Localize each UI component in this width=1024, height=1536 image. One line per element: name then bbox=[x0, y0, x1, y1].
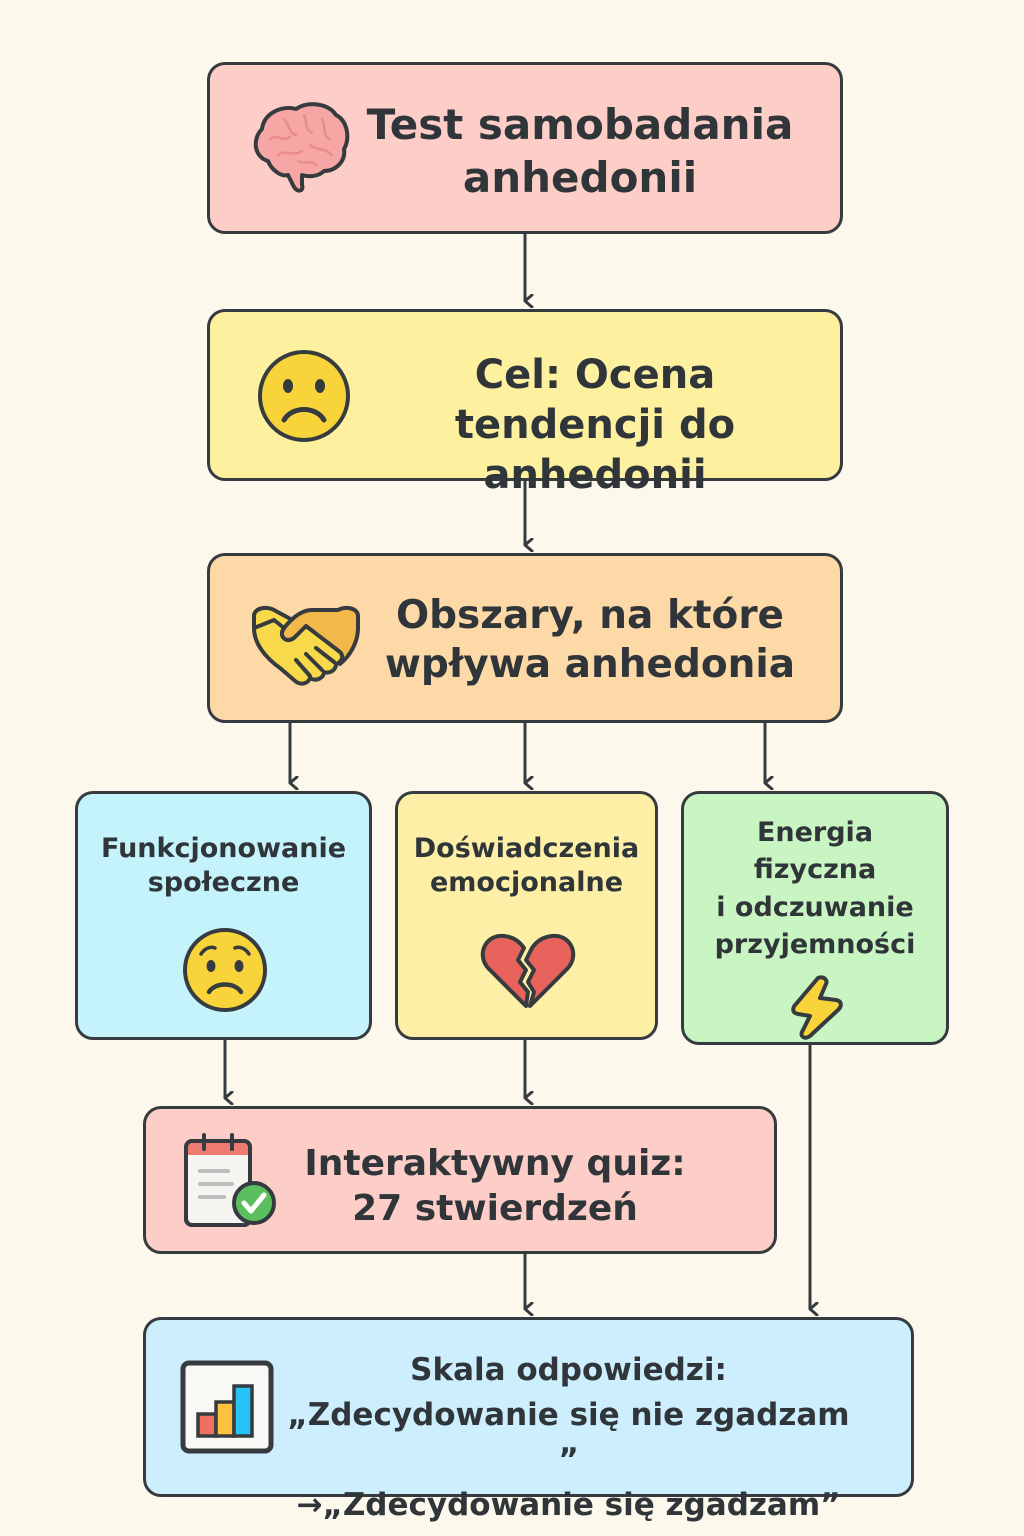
scale-line-1: Skala odpowiedzi: bbox=[410, 1352, 727, 1388]
lightning-icon bbox=[791, 975, 843, 1040]
handshake-icon bbox=[252, 606, 360, 686]
branch-emotion-line-2: emocjonalne bbox=[429, 866, 624, 898]
checklist-calendar-icon bbox=[184, 1133, 276, 1227]
quiz-node: Interaktywny quiz: 27 stwierdzeń bbox=[143, 1106, 777, 1254]
branch-energy-line-4: przyjemności bbox=[714, 928, 916, 960]
areas-text: Obszary, na które wpływa anhedonia bbox=[360, 592, 820, 690]
branch-energy-pleasure: Energia fizyczna i odczuwanie przyjemnoś… bbox=[681, 791, 949, 1045]
areas-node: Obszary, na które wpływa anhedonia bbox=[207, 553, 843, 723]
bar-chart-icon bbox=[180, 1360, 274, 1454]
scale-text: Skala odpowiedzi: „Zdecydowanie się nie … bbox=[286, 1348, 851, 1528]
quiz-line-2: 27 stwierdzeń bbox=[352, 1188, 638, 1229]
title-text: Test samobadania anhedonii bbox=[340, 99, 820, 204]
brain-icon bbox=[253, 102, 350, 193]
branch-energy-line-3: i odczuwanie bbox=[716, 891, 914, 923]
goal-node: Cel: Ocena tendencji do anhedonii bbox=[207, 309, 843, 498]
quiz-line-1: Interaktywny quiz: bbox=[304, 1143, 686, 1184]
goal-line-2: tendencji do anhedonii bbox=[454, 402, 736, 498]
areas-line-1: Obszary, na które bbox=[395, 593, 785, 638]
branch-emotion-line-1: Doświadczenia bbox=[413, 833, 640, 864]
title-line-2: anhedonii bbox=[462, 152, 698, 202]
branch-emotion-text: Doświadczenia emocjonalne bbox=[402, 832, 651, 900]
goal-line-1: Cel: Ocena bbox=[474, 352, 716, 398]
branch-energy-line-1: Energia bbox=[756, 817, 874, 848]
areas-line-2: wpływa anhedonia bbox=[384, 641, 796, 687]
frowning-face-icon bbox=[258, 350, 350, 442]
scale-line-2: „Zdecydowanie się nie zgadzam ” bbox=[287, 1396, 850, 1478]
goal-text: Cel: Ocena tendencji do anhedonii bbox=[360, 350, 830, 500]
branch-energy-text: Energia fizyczna i odczuwanie przyjemnoś… bbox=[690, 814, 940, 963]
title-line-1: Test samobadania bbox=[366, 100, 794, 149]
branch-social-functioning: Funkcjonowanie społeczne bbox=[75, 791, 372, 1040]
worried-face-icon bbox=[183, 928, 267, 1012]
branch-energy-line-2: fizyczna bbox=[753, 854, 877, 886]
title-node: Test samobadania anhedonii bbox=[207, 62, 843, 234]
branch-social-line-2: społeczne bbox=[147, 866, 300, 898]
quiz-text: Interaktywny quiz: 27 stwierdzeń bbox=[296, 1141, 694, 1231]
broken-heart-icon bbox=[480, 933, 576, 1008]
scale-line-3: →„Zdecydowanie się zgadzam” bbox=[296, 1486, 841, 1523]
branch-emotional-experiences: Doświadczenia emocjonalne bbox=[395, 791, 658, 1040]
branch-social-text: Funkcjonowanie społeczne bbox=[84, 832, 363, 900]
scale-node: Skala odpowiedzi: „Zdecydowanie się nie … bbox=[143, 1317, 914, 1523]
branch-social-line-1: Funkcjonowanie bbox=[100, 833, 347, 864]
